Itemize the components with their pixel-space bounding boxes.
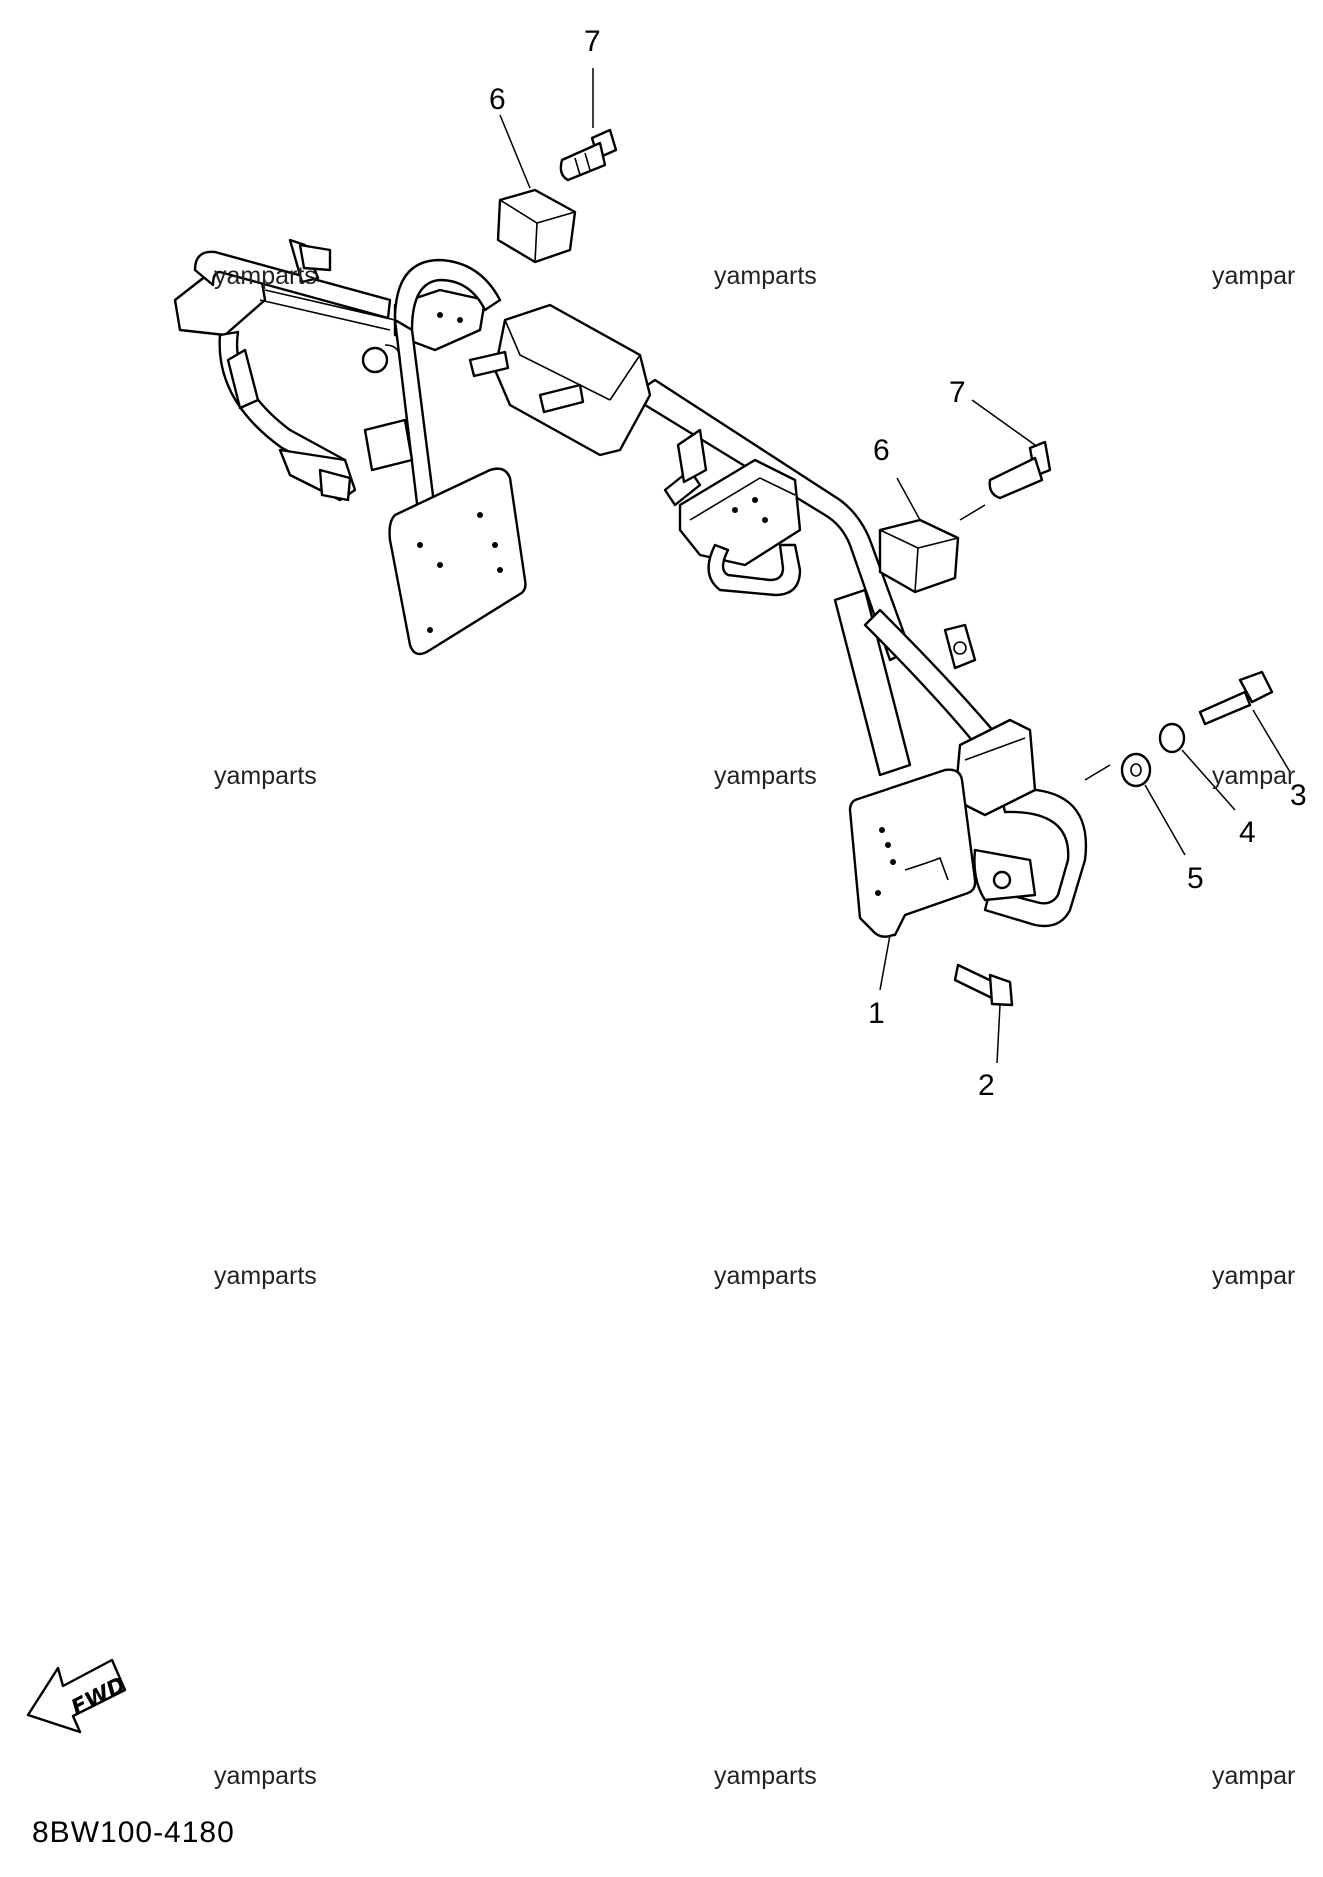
fwd-arrow-icon: FWD — [26, 1658, 130, 1734]
part-6-upper — [496, 188, 577, 264]
callout-3: 3 — [1290, 779, 1307, 812]
watermark: yamparts — [714, 1762, 817, 1790]
callout-7-upper: 7 — [584, 25, 601, 58]
callout-5: 5 — [1187, 862, 1204, 895]
frame-assembly — [173, 238, 1088, 938]
watermark: yamparts — [214, 762, 317, 790]
part-7-upper — [559, 128, 618, 182]
callout-4: 4 — [1239, 816, 1256, 849]
upper-loop — [393, 258, 502, 332]
upper-box — [493, 303, 652, 457]
part-2-bolt — [953, 963, 1014, 1007]
watermark: yampar — [1212, 1262, 1296, 1290]
part-3-bolt — [1198, 670, 1274, 726]
callout-1: 1 — [868, 997, 885, 1030]
watermark: yamparts — [714, 262, 817, 290]
watermark: yamparts — [714, 762, 817, 790]
watermark: yampar — [1212, 762, 1296, 790]
callout-7-right: 7 — [949, 376, 966, 409]
right-footboard — [848, 768, 977, 938]
center-bracket — [678, 458, 802, 567]
part-7-right — [988, 440, 1052, 500]
callout-2: 2 — [978, 1069, 995, 1102]
part-6-right — [878, 518, 960, 594]
watermark: yamparts — [214, 1262, 317, 1290]
watermark: yamparts — [214, 262, 317, 290]
right-hoop — [983, 787, 1088, 928]
left-footboard — [388, 467, 527, 656]
watermark: yampar — [1212, 262, 1296, 290]
watermark: yamparts — [714, 1262, 817, 1290]
watermark: yampar — [1212, 1762, 1296, 1790]
drawing-code: 8BW100-4180 — [32, 1816, 235, 1849]
down-tube — [833, 588, 912, 777]
center-loop — [707, 543, 802, 597]
watermark: yamparts — [214, 1762, 317, 1790]
callout-6-upper: 6 — [489, 83, 506, 116]
part-4-washer — [1158, 722, 1186, 754]
callout-6-right: 6 — [873, 434, 890, 467]
leader-lines — [499, 68, 1291, 1064]
part-5-washer — [1120, 752, 1152, 788]
